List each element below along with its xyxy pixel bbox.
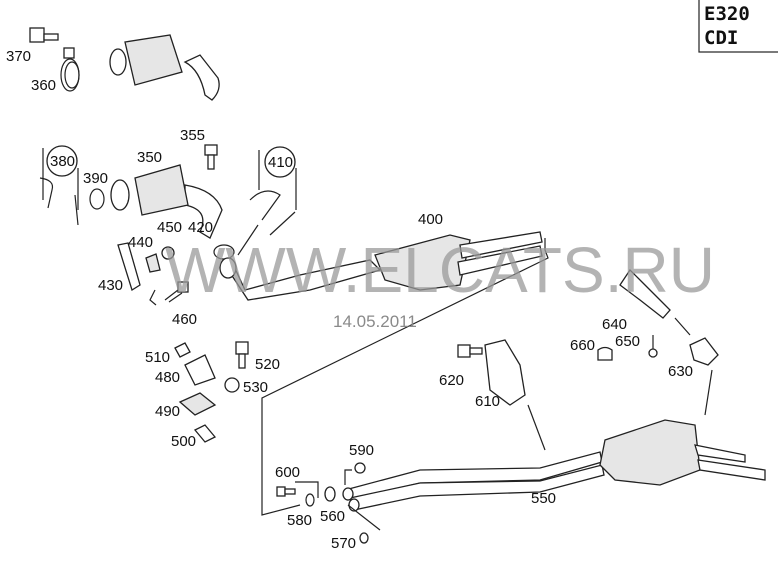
nut-590 (354, 462, 366, 474)
label-640: 640 (602, 316, 627, 333)
leader-630 (674, 317, 713, 416)
label-630: 630 (668, 363, 693, 380)
label-530: 530 (243, 379, 268, 396)
label-390: 390 (83, 170, 108, 187)
label-355: 355 (180, 127, 205, 144)
washer-580 (305, 493, 315, 507)
model-line-2: CDI (704, 27, 738, 49)
leader-lines (295, 469, 381, 531)
clamp-360 (60, 47, 80, 92)
label-420: 420 (188, 219, 213, 236)
clamp-560 (324, 486, 336, 502)
nut-530 (224, 377, 240, 393)
kit-410 (249, 146, 297, 236)
label-350: 350 (137, 149, 162, 166)
label-510: 510 (145, 349, 170, 366)
nut-450 (161, 246, 175, 260)
label-610: 610 (475, 393, 500, 410)
label-490: 490 (155, 403, 180, 420)
clip-500 (193, 424, 217, 443)
label-570: 570 (331, 535, 356, 552)
buffer-660 (597, 346, 613, 361)
label-440: 440 (128, 234, 153, 251)
model-box: E320 CDI (698, 0, 778, 53)
label-660: 660 (570, 337, 595, 354)
bolt-460 (164, 281, 189, 303)
catalytic-converter-top (109, 34, 220, 101)
bracket-610 (484, 339, 526, 406)
label-410: 410 (268, 154, 293, 171)
bolt-520 (235, 341, 249, 369)
label-620: 620 (439, 372, 464, 389)
label-650: 650 (615, 333, 640, 350)
clamp-480 (184, 354, 216, 386)
clip-510 (174, 342, 191, 358)
label-560: 560 (320, 508, 345, 525)
label-480: 480 (155, 369, 180, 386)
bolt-355 (204, 144, 218, 170)
rubber-440 (145, 253, 161, 273)
assembly-bracket-line (261, 238, 549, 516)
label-500: 500 (171, 433, 196, 450)
arrow-610 (527, 404, 546, 451)
part-labels: 370 360 355 380 350 390 410 450 440 420 … (6, 48, 693, 552)
bracket-430 (117, 242, 141, 291)
hanger-640 (619, 268, 671, 319)
label-520: 520 (255, 356, 280, 373)
label-600: 600 (275, 464, 300, 481)
label-430: 430 (98, 277, 123, 294)
watermark: WWW.ELCATS.RU (165, 234, 715, 306)
front-pipe-400 (219, 231, 543, 301)
bolt-370 (29, 27, 59, 43)
model-line-1: E320 (704, 3, 750, 25)
arrow-410 (237, 224, 259, 256)
rear-pipe-550 (342, 451, 605, 512)
hanger-630 (689, 337, 719, 366)
catalytic-converter-350 (110, 164, 223, 239)
date-stamp: 14.05.2011 (333, 312, 417, 331)
label-400: 400 (418, 211, 443, 228)
label-450: 450 (157, 219, 182, 236)
nut-570 (359, 532, 369, 544)
rear-muffler (599, 419, 766, 486)
bolt-620 (457, 344, 483, 358)
clamp-490 (178, 392, 217, 416)
label-550: 550 (531, 490, 556, 507)
leader-430 (149, 289, 157, 306)
label-360: 360 (31, 77, 56, 94)
kit-380 (39, 145, 79, 226)
label-380: 380 (50, 153, 75, 170)
screw-650 (648, 335, 658, 358)
gasket-390 (89, 188, 105, 210)
label-580: 580 (287, 512, 312, 529)
bolt-600 (276, 486, 296, 497)
label-590: 590 (349, 442, 374, 459)
label-370: 370 (6, 48, 31, 65)
label-460: 460 (172, 311, 197, 328)
